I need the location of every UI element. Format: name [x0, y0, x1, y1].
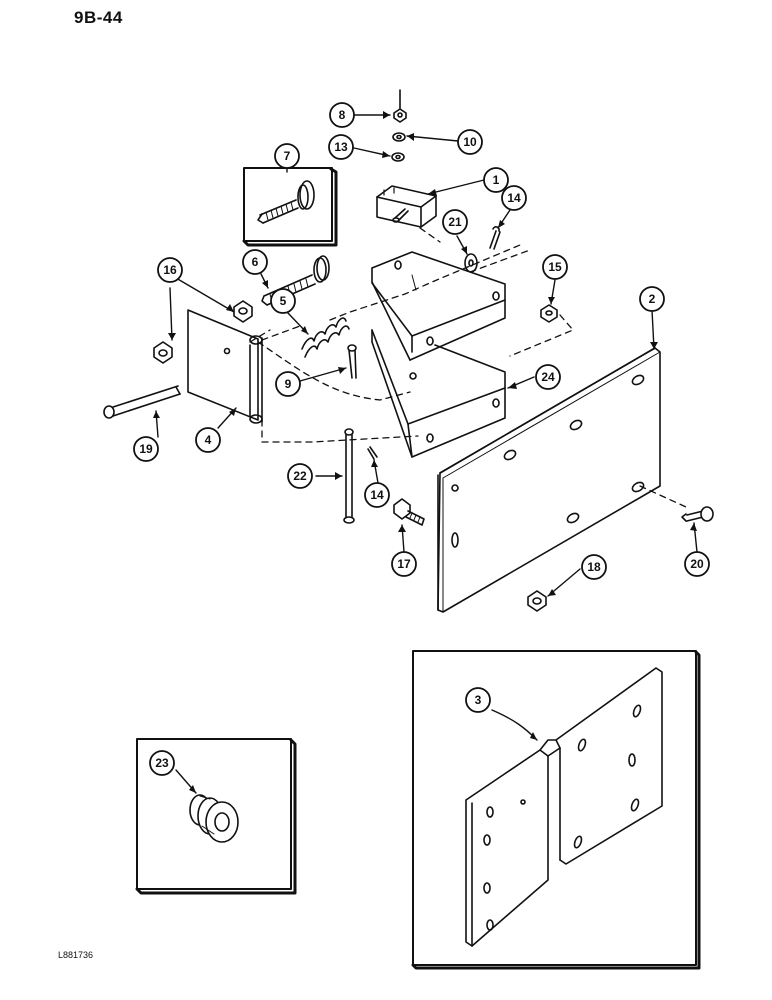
plate-part-2 — [437, 347, 661, 613]
pin-part-22 — [343, 428, 355, 524]
inset-box-bolt — [242, 167, 338, 247]
callout-label: 15 — [548, 260, 562, 274]
callout-label: 8 — [339, 108, 346, 122]
callout-label: 13 — [334, 140, 348, 154]
callout-6: 6 — [242, 249, 268, 275]
callout-14-lower: 14 — [364, 482, 390, 508]
callout-label: 24 — [541, 370, 555, 384]
callout-23: 23 — [149, 750, 175, 776]
callout-1: 1 — [483, 167, 509, 193]
callout-label: 3 — [475, 693, 482, 707]
switch-part-1 — [376, 185, 437, 228]
nut-part-18 — [527, 590, 547, 612]
callout-label: 22 — [293, 469, 307, 483]
callout-label: 18 — [587, 560, 601, 574]
screw-part-9 — [347, 344, 357, 379]
callout-17: 17 — [391, 551, 417, 577]
callout-label: 23 — [155, 756, 169, 770]
screw-part-20 — [681, 506, 714, 522]
callout-label: 21 — [448, 215, 462, 229]
callout-label: 16 — [163, 263, 177, 277]
callout-label: 6 — [252, 255, 259, 269]
nut-part-15 — [540, 304, 558, 323]
hinge-plate-part-4 — [187, 309, 263, 424]
nut-part-16-lower — [153, 341, 173, 364]
washer-21 — [464, 253, 478, 273]
callout-label: 1 — [493, 173, 500, 187]
callout-label: 5 — [280, 294, 287, 308]
callout-7: 7 — [274, 143, 300, 169]
callout-10: 10 — [457, 129, 483, 155]
callout-8: 8 — [329, 102, 355, 128]
callout-label: 9 — [285, 377, 292, 391]
callout-4: 4 — [195, 427, 221, 453]
assembly-dashed-lines — [249, 227, 687, 508]
nut-part-16-upper — [233, 300, 253, 323]
callout-2: 2 — [639, 286, 665, 312]
callout-label: 17 — [397, 557, 411, 571]
callout-label: 4 — [205, 433, 212, 447]
callout-label: 14 — [507, 191, 521, 205]
inset-box-bracket — [411, 650, 701, 970]
callout-5: 5 — [270, 288, 296, 314]
callout-3: 3 — [465, 687, 491, 713]
callout-label: 19 — [139, 442, 153, 456]
callout-24: 24 — [535, 364, 561, 390]
drawing-identifier: L881736 — [58, 950, 94, 960]
callout-label: 2 — [649, 292, 656, 306]
page-reference: 9B-44 — [74, 8, 123, 27]
callout-14-top: 14 — [501, 185, 527, 211]
callout-label: 14 — [370, 488, 384, 502]
callout-label: 7 — [284, 149, 291, 163]
callout-21: 21 — [442, 209, 468, 235]
callout-16: 16 — [157, 257, 183, 283]
callout-22: 22 — [287, 463, 313, 489]
callout-18: 18 — [581, 554, 607, 580]
callout-19: 19 — [133, 436, 159, 462]
callout-label: 20 — [690, 557, 704, 571]
spring-part-5 — [301, 317, 350, 358]
callout-label: 10 — [463, 135, 477, 149]
callout-20: 20 — [684, 551, 710, 577]
bolt-part-17 — [393, 498, 425, 526]
pin-part-19 — [103, 385, 181, 419]
callout-13: 13 — [328, 134, 354, 160]
cotter-pin-14-top — [489, 226, 501, 250]
hardware-stack-8-10-13 — [391, 89, 407, 162]
callout-15: 15 — [542, 254, 568, 280]
bracket-part-24 — [371, 251, 506, 458]
leader-arrowheads — [153, 111, 697, 596]
callout-9: 9 — [275, 371, 301, 397]
cotter-pin-14-lower — [367, 446, 378, 460]
